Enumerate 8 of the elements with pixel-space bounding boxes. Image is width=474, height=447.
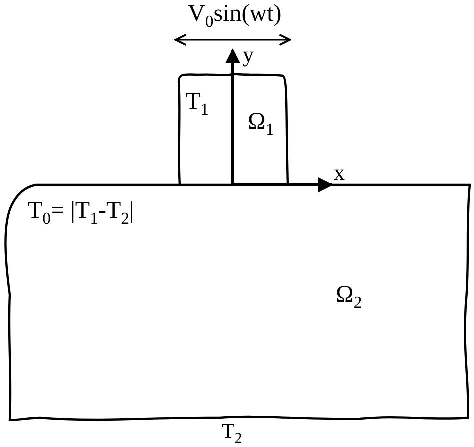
- boundary-condition-label: T$_{0}$= |T$_{1}$-T$_{2}$|: [28, 199, 134, 223]
- velocity-label: V$_{0}$sin(wt): [188, 2, 282, 26]
- domain-label: Ω$_{1}$: [248, 110, 274, 134]
- domain-label: Ω$_{2}$: [336, 283, 362, 307]
- axis-label: x: [334, 162, 345, 184]
- axis-label: y: [243, 44, 254, 66]
- temperature-label: T$_{2}$: [222, 421, 242, 442]
- temperature-label: T$_{1}$: [186, 90, 210, 114]
